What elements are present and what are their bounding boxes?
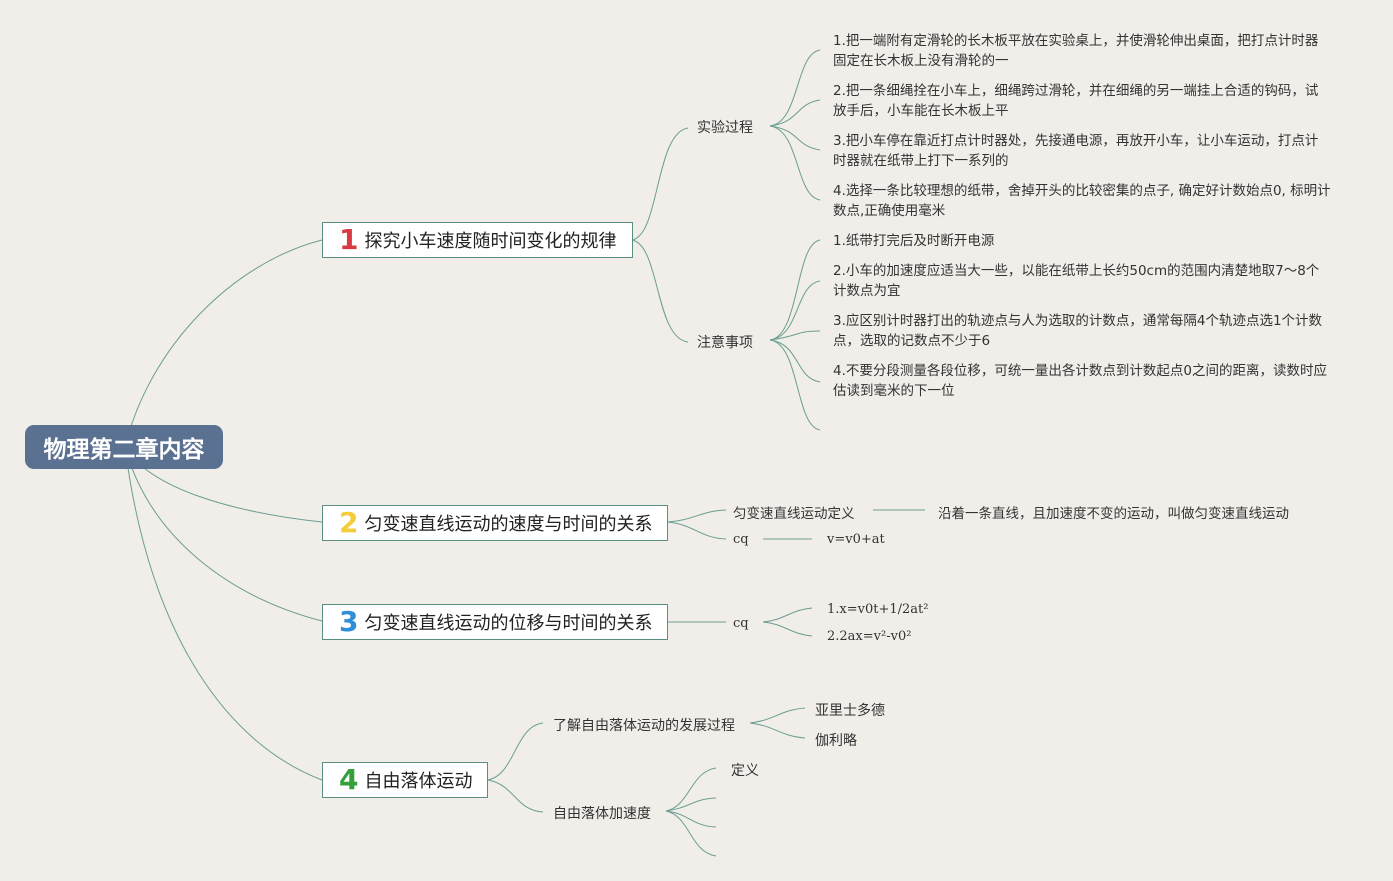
history-aristotle[interactable]: 亚里士多德 (815, 703, 885, 719)
connector-process-leaf4 (769, 125, 821, 201)
topic-1-title: 探究小车速度随时间变化的规律 (364, 231, 617, 252)
subtopic-cq-displacement[interactable]: cq (733, 616, 749, 631)
definition-value[interactable]: 沿着一条直线，且加速度不变的运动，叫做匀变速直线运动 (938, 506, 1289, 522)
connector-history-item1 (749, 707, 806, 724)
process-leaf-4[interactable]: 4.选择一条比较理想的纸带，舍掉开头的比较密集的点子, 确定好计数始点0, 标明… (833, 183, 1331, 219)
topic-2-number: 2 (339, 506, 359, 539)
connector-topic1-process (631, 127, 689, 241)
topic-4-title: 自由落体运动 (364, 771, 473, 792)
root-node[interactable]: 物理第二章内容 (25, 425, 223, 469)
connector-topic4-history (487, 722, 544, 781)
topic-2-title: 匀变速直线运动的速度与时间的关系 (364, 514, 653, 535)
displacement-formula-2[interactable]: 2.2ax=v²-v0² (827, 629, 912, 644)
connector-accel-empty2 (665, 810, 717, 828)
connector-root-topic4 (124, 446, 323, 781)
connector-notes-leaf1 (769, 239, 821, 341)
history-galileo[interactable]: 伽利略 (815, 733, 857, 749)
velocity-formula[interactable]: v=v0+at (827, 532, 885, 547)
subtopic-cq-velocity[interactable]: cq (733, 532, 749, 547)
topic-1-number: 1 (339, 223, 359, 256)
subtopic-free-fall-history[interactable]: 了解自由落体运动的发展过程 (553, 718, 735, 734)
connector-process-leaf1 (769, 49, 821, 127)
connector-history-item2 (749, 722, 806, 739)
connector-accel-item1 (665, 767, 717, 812)
root-title: 物理第二章内容 (43, 437, 205, 463)
topic-4-number: 4 (339, 763, 359, 796)
connector-accel-empty1 (665, 797, 717, 812)
connector-accel-empty3 (665, 810, 717, 857)
process-leaf-3[interactable]: 3.把小车停在靠近打点计时器处，先接通电源，再放开小车，让小车运动，打点计时器就… (833, 133, 1319, 169)
connector-notes-leaf2 (769, 280, 821, 341)
topic-4-node[interactable]: 4 自由落体运动 (322, 762, 488, 798)
connector-process-leaf3 (769, 125, 821, 151)
connector-topic2-cq (667, 521, 727, 540)
connector-notes-leaf5 (769, 339, 821, 431)
topic-3-number: 3 (339, 605, 359, 638)
connector-notes-leaf3 (769, 330, 821, 341)
notes-leaf-1[interactable]: 1.纸带打完后及时断开电源 (833, 233, 995, 249)
connector-root-topic3 (124, 446, 323, 622)
connector-cq3-item1 (762, 607, 813, 623)
connector-topic4-accel (487, 779, 544, 813)
subtopic-definition[interactable]: 匀变速直线运动定义 (733, 506, 855, 522)
subtopic-notes[interactable]: 注意事项 (697, 335, 753, 351)
notes-leaf-2[interactable]: 2.小车的加速度应适当大一些，以能在纸带上长约50cm的范围内清楚地取7～8个计… (833, 263, 1320, 299)
process-leaf-2[interactable]: 2.把一条细绳拴在小车上，细绳跨过滑轮，并在细绳的另一端挂上合适的钩码，试放手后… (833, 83, 1319, 119)
connector-topic2-def (667, 509, 727, 523)
process-leaf-1[interactable]: 1.把一端附有定滑轮的长木板平放在实验桌上，并使滑轮伸出桌面，把打点计时器固定在… (833, 33, 1319, 69)
acceleration-definition[interactable]: 定义 (731, 763, 759, 779)
topic-3-title: 匀变速直线运动的位移与时间的关系 (364, 613, 653, 634)
notes-leaf-4[interactable]: 4.不要分段测量各段位移，可统一量出各计数点到计数起点0之间的距离，读数时应估读… (833, 363, 1327, 399)
displacement-formula-1[interactable]: 1.x=v0t+1/2at² (827, 602, 929, 617)
connector-notes-leaf4 (769, 339, 821, 383)
topic-2-node[interactable]: 2 匀变速直线运动的速度与时间的关系 (322, 505, 668, 541)
connector-topic1-notes (631, 239, 689, 343)
subtopic-experiment-process[interactable]: 实验过程 (697, 120, 753, 136)
topic-3-node[interactable]: 3 匀变速直线运动的位移与时间的关系 (322, 604, 668, 640)
subtopic-free-fall-acceleration[interactable]: 自由落体加速度 (553, 806, 651, 822)
connector-process-leaf2 (769, 99, 821, 127)
notes-leaf-3[interactable]: 3.应区别计时器打出的轨迹点与人为选取的计数点，通常每隔4个轨迹点选1个计数点，… (833, 313, 1323, 349)
connector-root-topic1 (124, 239, 323, 448)
connector-cq3-item2 (762, 621, 813, 637)
topic-1-node[interactable]: 1 探究小车速度随时间变化的规律 (322, 222, 633, 258)
